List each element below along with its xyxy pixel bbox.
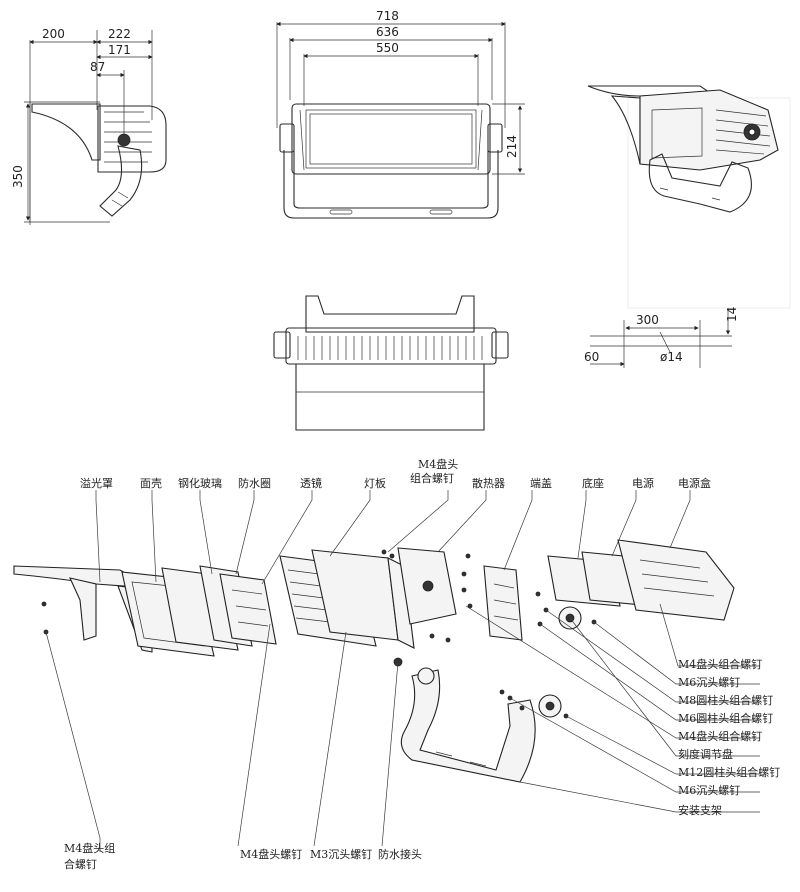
label-m6-countersunk-2: M6沉头螺钉 [678, 784, 740, 797]
label-m6-cylinder-combo: M6圆柱头组合螺钉 [678, 711, 773, 725]
front-view: 718 636 550 214 [276, 9, 525, 219]
label-waterproof-ring: 防水圈 [238, 476, 271, 490]
dim-300: 300 [636, 313, 659, 327]
label-m4-pan-screw: M4盘头螺钉 [240, 847, 302, 861]
dim-60: 60 [584, 350, 599, 364]
dim-171: 171 [108, 43, 131, 57]
labels-right: M4盘头组合螺钉 M6沉头螺钉 M8圆柱头组合螺钉 M6圆柱头组合螺钉 M4盘头… [678, 657, 780, 817]
mount-hole-detail: 300 14 60 ø14 [584, 307, 739, 368]
top-view [273, 295, 509, 431]
label-m8-cylinder-combo: M8圆柱头组合螺钉 [678, 693, 773, 707]
perspective-view [587, 85, 791, 309]
label-m4-screw-top-line1: M4盘头 [418, 457, 458, 471]
label-m12-cylinder-combo: M12圆柱头组合螺钉 [678, 765, 780, 779]
label-spill-shield: 溢光罩 [80, 476, 113, 490]
label-power-box: 电源盒 [678, 476, 711, 490]
label-waterproof-connector: 防水接头 [378, 847, 422, 861]
label-m3-countersunk: M3沉头螺钉 [310, 848, 372, 861]
leader-lines [45, 490, 760, 852]
labels-top: 溢光罩 面壳 钢化玻璃 防水圈 透镜 灯板 M4盘头 组合螺钉 散热器 端盖 底… [80, 457, 711, 490]
dim-214: 214 [505, 135, 519, 158]
label-end-cap: 端盖 [530, 476, 552, 490]
label-m4-pan-combo-2: M4盘头组合螺钉 [678, 729, 762, 743]
label-scale-adjust-disc: 刻度调节盘 [678, 747, 733, 761]
dim-200: 200 [42, 27, 65, 41]
label-mounting-bracket: 安装支架 [678, 803, 722, 817]
labels-bottom: M4盘头组 合螺钉 M4盘头螺钉 M3沉头螺钉 防水接头 [64, 841, 422, 871]
side-view: 200 222 171 87 350 [11, 27, 167, 225]
dim-636: 636 [376, 25, 399, 39]
label-heat-sink: 散热器 [472, 476, 505, 490]
dim-14: 14 [725, 307, 739, 322]
label-m4-combo-left-line2: 合螺钉 [64, 857, 97, 871]
exploded-parts [13, 539, 735, 783]
label-tempered-glass: 钢化玻璃 [178, 476, 222, 490]
label-power-supply: 电源 [632, 476, 654, 490]
label-lens: 透镜 [300, 476, 322, 490]
label-base: 底座 [582, 476, 604, 490]
dim-718: 718 [376, 9, 399, 23]
dim-550: 550 [376, 41, 399, 55]
label-m4-combo-left: M4盘头组 合螺钉 [64, 841, 119, 871]
label-m6-countersunk-1: M6沉头螺钉 [678, 676, 740, 689]
dim-phi14: ø14 [660, 350, 683, 364]
dim-87: 87 [90, 60, 105, 74]
label-face-cover: 面壳 [140, 476, 162, 490]
label-m4-combo-left-line1: M4盘头组 [64, 841, 115, 855]
dim-350: 350 [11, 165, 25, 188]
label-m4-screw-top: M4盘头 组合螺钉 [410, 457, 462, 485]
label-led-board: 灯板 [364, 476, 386, 490]
label-m4-screw-top-line2: 组合螺钉 [410, 471, 454, 485]
label-m4-pan-combo-1: M4盘头组合螺钉 [678, 657, 762, 671]
dim-222: 222 [108, 27, 131, 41]
